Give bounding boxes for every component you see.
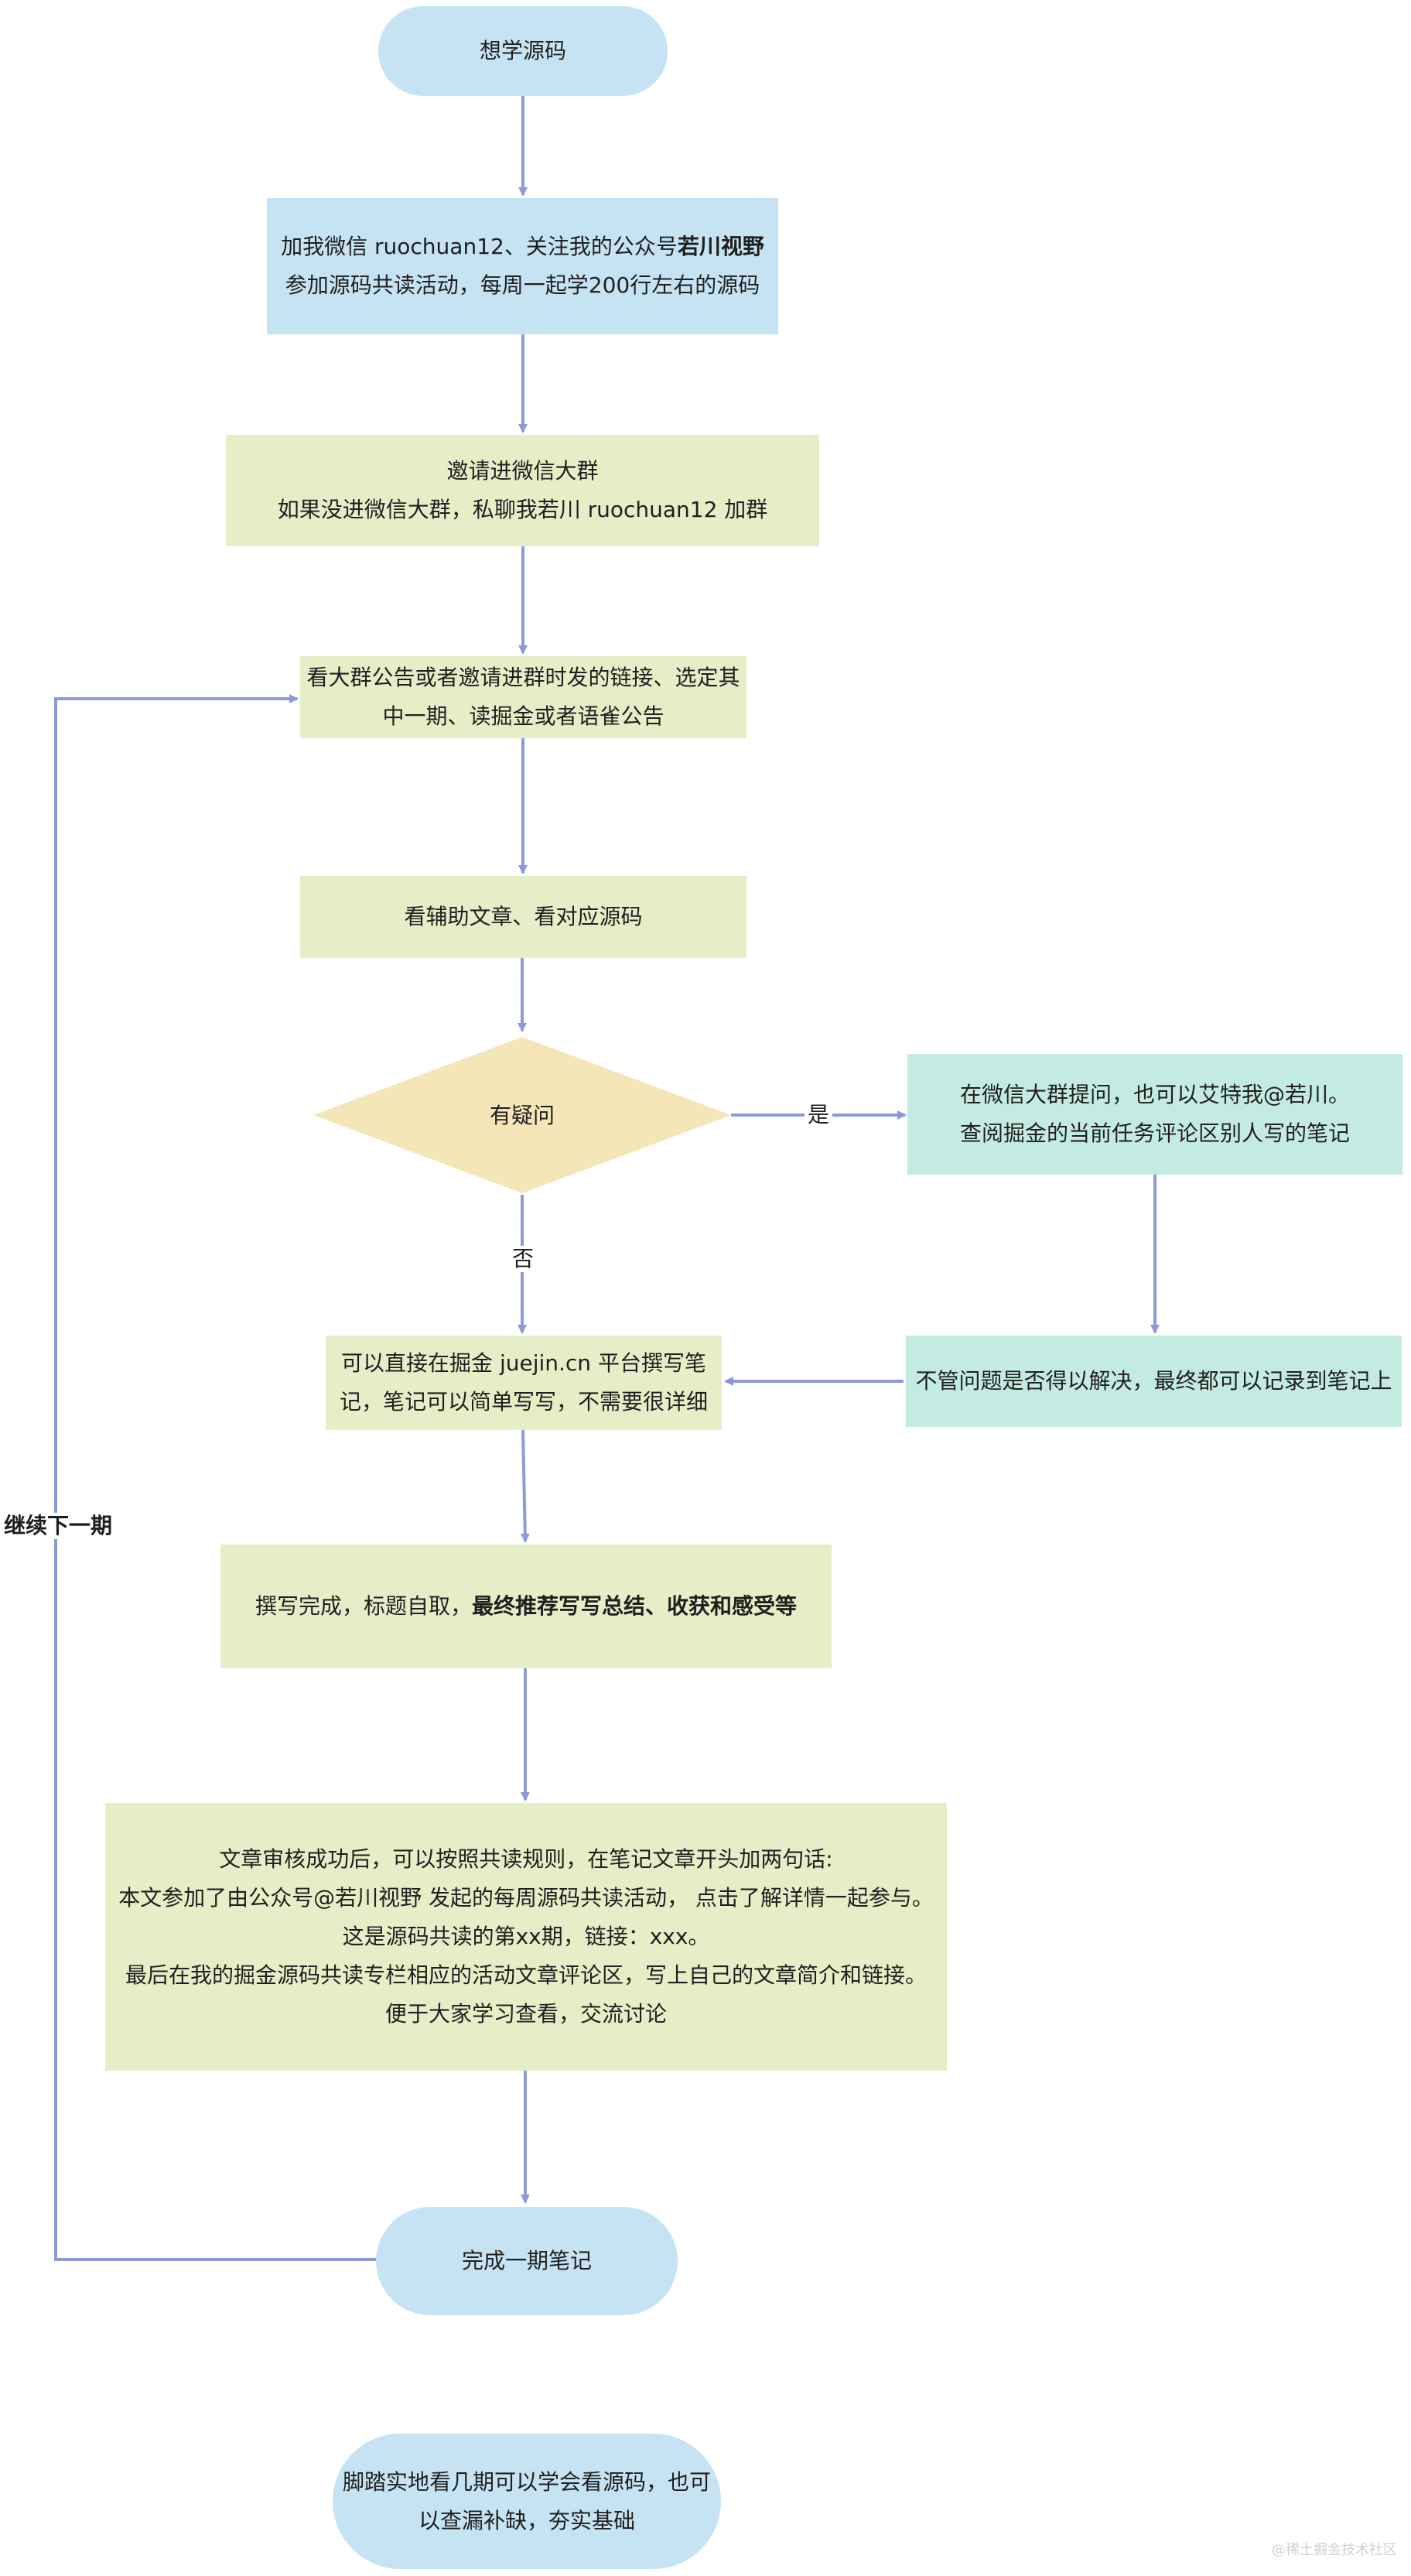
after-review-line5: 便于大家学习查看，交流讨论 [384, 2001, 667, 2027]
start-node: 想学源码 [378, 6, 668, 96]
add-wechat-line1-text: 加我微信 ruochuan12、关注我的公众号 [281, 234, 678, 259]
add-wechat-line2: 参加源码共读活动，每周一起学200行左右的源码 [285, 272, 760, 298]
add-wechat-line1: 加我微信 ruochuan12、关注我的公众号若川视野 [281, 227, 764, 266]
after-review-line3: 这是源码共读的第xx期，链接：xxx。 [342, 1924, 710, 1949]
finish-writing-node: 撰写完成，标题自取，最终推荐写写总结、收获和感受等 [220, 1545, 832, 1668]
start-label: 想学源码 [479, 38, 566, 63]
write-notes-node: 可以直接在掘金 juejin.cn 平台撰写笔 记，笔记可以简单写写，不需要很详… [326, 1336, 722, 1430]
invite-group-line2: 如果没进微信大群，私聊我若川 ruochuan12 加群 [277, 497, 768, 522]
read-source-label: 看辅助文章、看对应源码 [404, 904, 643, 929]
write-notes-line1: 可以直接在掘金 juejin.cn 平台撰写笔 [341, 1350, 706, 1376]
read-notice-line2: 中一期、读掘金或者语雀公告 [382, 703, 665, 729]
read-notice-node: 看大群公告或者邀请进群时发的链接、选定其 中一期、读掘金或者语雀公告 [300, 656, 746, 738]
edge-label-no: 否 [511, 1246, 536, 1272]
ask-group-line1: 在微信大群提问，也可以艾特我@若川。 [959, 1082, 1350, 1107]
record-notes-node: 不管问题是否得以解决，最终都可以记录到笔记上 [906, 1336, 1402, 1427]
after-review-line2: 本文参加了由公众号@若川视野 发起的每周源码共读活动， 点击了解详情一起参与。 [118, 1885, 934, 1911]
loop-continue-next [54, 694, 376, 2261]
invite-group-line1: 邀请进微信大群 [446, 458, 599, 484]
conclusion-line2: 以查漏补缺，夯实基础 [418, 2507, 635, 2533]
record-notes-label: 不管问题是否得以解决，最终都可以记录到笔记上 [915, 1368, 1392, 1394]
read-notice-line1: 看大群公告或者邀请进群时发的链接、选定其 [306, 665, 740, 690]
add-wechat-node: 加我微信 ruochuan12、关注我的公众号若川视野 参加源码共读活动，每周一… [267, 198, 778, 334]
after-review-node: 文章审核成功后，可以按照共读规则，在笔记文章开头加两句话: 本文参加了由公众号@… [105, 1803, 947, 2071]
write-notes-line2: 记，笔记可以简单写写，不需要很详细 [339, 1389, 708, 1415]
finish-writing-line: 撰写完成，标题自取，最终推荐写写总结、收获和感受等 [255, 1587, 797, 1626]
decision-diamond [313, 1037, 731, 1193]
after-review-line1: 文章审核成功后，可以按照共读规则，在笔记文章开头加两句话: [219, 1846, 833, 1872]
invite-group-node: 邀请进微信大群 如果没进微信大群，私聊我若川 ruochuan12 加群 [226, 435, 819, 546]
ask-group-node: 在微信大群提问，也可以艾特我@若川。 查阅掘金的当前任务评论区别人写的笔记 [907, 1054, 1402, 1175]
conclusion-node: 脚踏实地看几期可以学会看源码，也可 以查漏补缺，夯实基础 [333, 2434, 721, 2569]
conclusion-line1: 脚踏实地看几期可以学会看源码，也可 [342, 2468, 711, 2495]
has-question-label: 有疑问 [489, 1103, 555, 1128]
finish-writing-bold: 最终推荐写写总结、收获和感受等 [472, 1593, 798, 1619]
read-source-node: 看辅助文章、看对应源码 [300, 876, 746, 958]
complete-one-label: 完成一期笔记 [461, 2248, 592, 2273]
arrow-write-to-finish [520, 1429, 530, 1543]
ask-group-line2: 查阅掘金的当前任务评论区别人写的笔记 [959, 1120, 1350, 1146]
watermark: @稀土掘金技术社区 [1272, 2542, 1397, 2558]
finish-writing-text: 撰写完成，标题自取， [255, 1593, 472, 1619]
complete-one-node: 完成一期笔记 [376, 2207, 678, 2315]
edge-label-yes: 是 [805, 1102, 833, 1128]
edge-label-continue-next: 继续下一期 [2, 1513, 114, 1539]
after-review-line4: 最后在我的掘金源码共读专栏相应的活动文章评论区，写上自己的文章简介和链接。 [125, 1962, 927, 1988]
add-wechat-line1-bold: 若川视野 [677, 234, 764, 259]
